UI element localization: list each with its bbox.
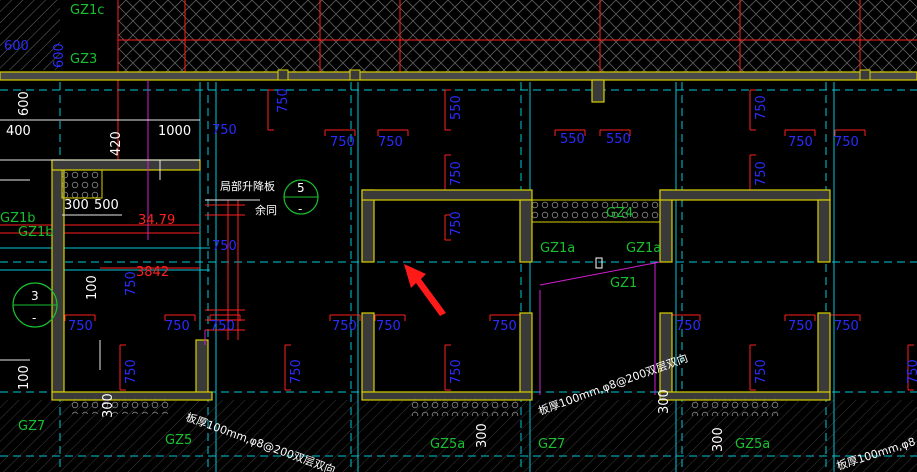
column-label: GZ1 bbox=[610, 276, 637, 291]
dim-text: 550 bbox=[449, 95, 464, 120]
tag-sub: - bbox=[298, 202, 302, 216]
dim-text: 600 bbox=[4, 39, 29, 54]
dim-text: 34.79 bbox=[138, 213, 175, 228]
dim-text: 300 bbox=[101, 393, 116, 418]
dim-text: 750 bbox=[68, 319, 93, 334]
dim-text: 300 bbox=[711, 427, 726, 452]
dim-text: 750 bbox=[124, 359, 139, 384]
dim-text: 750 bbox=[754, 161, 769, 186]
dim-text: 750 bbox=[378, 135, 403, 150]
markers bbox=[277, 69, 871, 269]
dim-text: 750 bbox=[332, 319, 357, 334]
column-label: GZ7 bbox=[18, 419, 45, 434]
dim-text: 750 bbox=[834, 319, 859, 334]
dim-text: 750 bbox=[376, 319, 401, 334]
beam-hatch bbox=[0, 169, 917, 472]
dim-text: 750 bbox=[754, 95, 769, 120]
column-label: GZ4 bbox=[606, 206, 633, 221]
dim-text: 300 bbox=[64, 198, 89, 213]
dim-text: 400 bbox=[6, 124, 31, 139]
column-label: GZ1a bbox=[626, 241, 661, 256]
tag-number: 5 bbox=[297, 181, 305, 195]
dim-text: 300 bbox=[657, 389, 672, 414]
column-labels: GZ1c GZ3 GZ1b GZ1b GZ4 GZ1a GZ1a GZ1 GZ7… bbox=[0, 3, 770, 452]
dim-text: 420 bbox=[109, 131, 124, 156]
section-tag-3: 3 - bbox=[12, 282, 58, 328]
blue-dims-vertical: 600 550 750 750 750 750 750 750 750 750 … bbox=[52, 43, 917, 384]
dim-text: 600 bbox=[17, 91, 32, 116]
column-label: GZ5 bbox=[165, 433, 192, 448]
column-label: GZ3 bbox=[70, 52, 97, 67]
rebar-lines bbox=[0, 0, 917, 340]
dim-text: 300 bbox=[475, 423, 490, 448]
dim-text: 750 bbox=[210, 319, 235, 334]
remainder-note: 余同 bbox=[255, 203, 277, 217]
dim-text: 750 bbox=[449, 211, 464, 236]
walls bbox=[0, 71, 917, 401]
dim-text: 550 bbox=[560, 132, 585, 147]
white-dims: 600 400 420 1000 300 500 100 100 300 300… bbox=[6, 91, 726, 452]
dim-text: 750 bbox=[906, 359, 917, 384]
dim-text: 750 bbox=[788, 319, 813, 334]
dim-text: 750 bbox=[754, 359, 769, 384]
dim-text: 1000 bbox=[158, 124, 191, 139]
column-label: GZ5a bbox=[430, 437, 465, 452]
dim-text: 100 bbox=[85, 275, 100, 300]
dim-text: 750 bbox=[676, 319, 701, 334]
dim-text: 750 bbox=[449, 359, 464, 384]
red-dims: 34.79 3842 bbox=[136, 213, 175, 280]
dim-text: 750 bbox=[788, 135, 813, 150]
dim-text: 100 bbox=[17, 365, 32, 390]
dim-text: 500 bbox=[94, 198, 119, 213]
column-label: GZ1b bbox=[18, 225, 54, 240]
red-arrow-icon bbox=[404, 264, 446, 316]
dim-text: 750 bbox=[492, 319, 517, 334]
dim-text: 750 bbox=[276, 88, 291, 113]
local-slab-note: 局部升降板 bbox=[220, 179, 275, 193]
dim-text: 750 bbox=[124, 271, 139, 296]
dim-text: 550 bbox=[606, 132, 631, 147]
top-slab-hatch bbox=[0, 0, 917, 72]
tag-sub: - bbox=[32, 311, 36, 325]
column-label: GZ7 bbox=[538, 437, 565, 452]
dim-text: 750 bbox=[165, 319, 190, 334]
column-label: GZ1c bbox=[70, 3, 104, 18]
dim-text: 750 bbox=[449, 161, 464, 186]
tag-number: 3 bbox=[31, 289, 39, 303]
blue-dims-horizontal: 600 750 750 750 550 550 750 750 750 750 … bbox=[4, 39, 859, 334]
white-dim-lines bbox=[0, 119, 260, 370]
column-label: GZ5a bbox=[735, 437, 770, 452]
dim-text: 750 bbox=[212, 239, 237, 254]
column-label: GZ1a bbox=[540, 241, 575, 256]
dim-text: 3842 bbox=[136, 265, 169, 280]
section-tag-5: 5 - bbox=[283, 179, 319, 216]
dim-text: 600 bbox=[52, 43, 67, 68]
dim-text: 750 bbox=[834, 135, 859, 150]
rebar-brackets bbox=[64, 89, 914, 391]
dim-text: 750 bbox=[289, 359, 304, 384]
dim-text: 750 bbox=[330, 135, 355, 150]
dim-text: 750 bbox=[212, 123, 237, 138]
column-label: GZ1b bbox=[0, 211, 36, 226]
